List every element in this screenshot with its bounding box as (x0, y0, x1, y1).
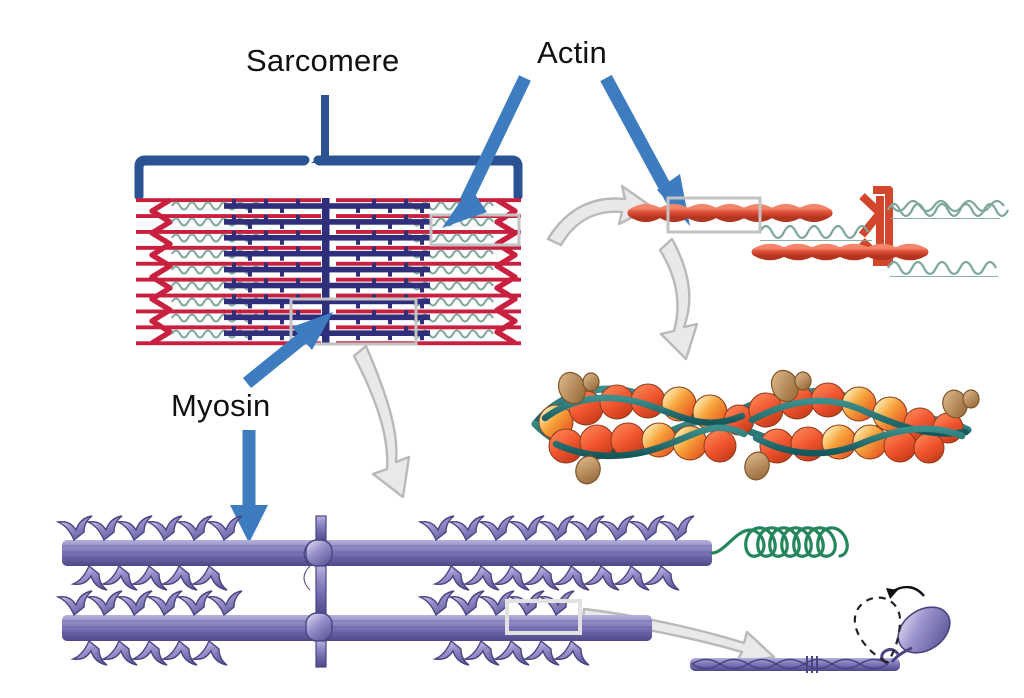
myosin-heads-upper (55, 515, 243, 591)
head-rotation-indicator (853, 585, 925, 664)
sarcomere-lattice (136, 197, 521, 346)
myosin-thick-filament-pair (55, 515, 849, 668)
troponin-complexes (557, 369, 980, 485)
callout-sarcomere-to-myosin-detail (352, 344, 411, 499)
m-line-connector (303, 515, 333, 668)
selection-box-sarcomere-myosin-region (289, 297, 418, 346)
titin-spring-bright (710, 526, 849, 558)
actin-filament-detail (627, 186, 1010, 277)
selection-box-myosin-filament-region (505, 599, 582, 635)
myosin-heads-lower (55, 590, 590, 666)
z-line-left (149, 197, 173, 346)
thin-filaments-group (136, 198, 521, 346)
actin-arrow-to-sarcomere (442, 75, 531, 228)
sarcomere-span-bracket (134, 95, 523, 201)
actin-molecular-model (531, 369, 980, 485)
z-line-right (494, 197, 518, 346)
selection-box-actin-filament-region (666, 196, 762, 234)
actin-twisted-strand-upper (627, 204, 833, 222)
myosin-arrow-to-sarcomere (242, 312, 333, 389)
label-actin: Actin (537, 35, 607, 70)
label-myosin: Myosin (171, 388, 271, 423)
single-myosin-molecule (690, 585, 951, 673)
callout-actin-detail-to-molecular-model (658, 237, 699, 361)
m-line (322, 198, 330, 345)
actin-twisted-strand-lower (751, 243, 929, 261)
myosin-arrow-to-detail (230, 430, 268, 543)
label-sarcomere: Sarcomere (246, 43, 400, 78)
